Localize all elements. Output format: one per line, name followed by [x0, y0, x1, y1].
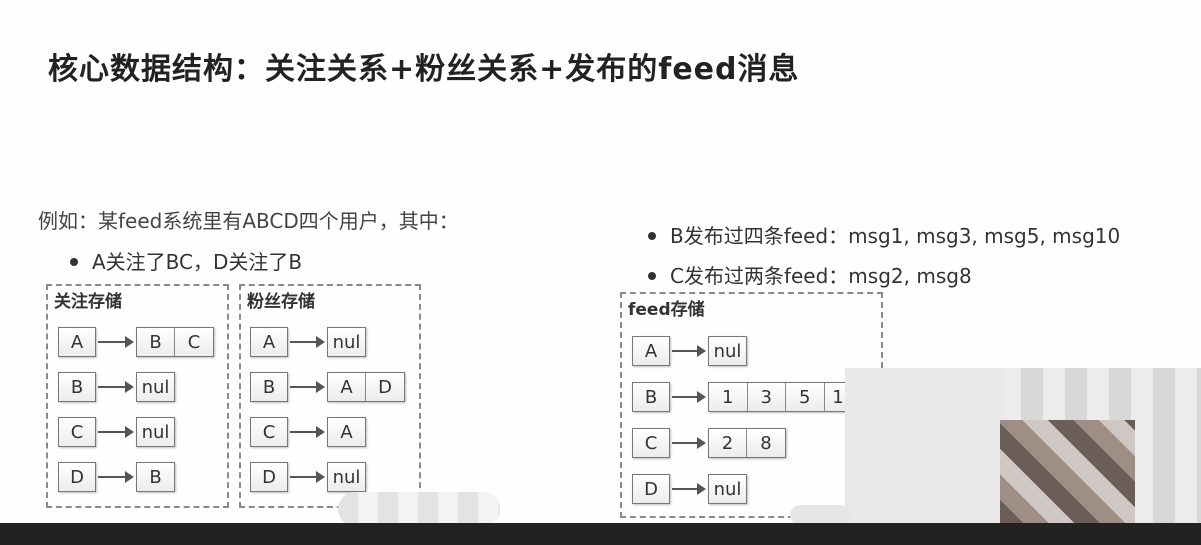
value-cell: A	[328, 373, 367, 401]
bullet-dot	[648, 271, 656, 280]
bullet-dot	[648, 231, 656, 240]
arrow	[672, 391, 706, 403]
slide: 核心数据结构：关注关系+粉丝关系+发布的feed消息 例如：某feed系统里有A…	[38, 52, 1201, 528]
feed-storage-label: feed存储	[628, 300, 705, 320]
node-values: B	[136, 462, 175, 492]
value-cell: nul	[332, 466, 361, 488]
node-key-B: B	[632, 382, 670, 412]
arrow	[672, 345, 706, 357]
bottom-bar	[0, 523, 1201, 545]
node-key-B: B	[250, 372, 288, 402]
fans-storage-label: 粉丝存储	[247, 292, 315, 312]
value-cell: nul	[713, 340, 742, 362]
follow-storage-label: 关注存储	[54, 292, 122, 312]
node-key-C: C	[58, 417, 96, 447]
node-key-D: D	[58, 462, 96, 492]
value-cell: C	[187, 331, 201, 353]
node-values: A	[327, 417, 366, 447]
intro-text: 例如：某feed系统里有ABCD四个用户，其中：	[38, 209, 459, 233]
node-values: nul	[136, 417, 175, 447]
value-cell: nul	[332, 331, 361, 353]
arrow	[98, 336, 134, 348]
blurred-region	[338, 492, 500, 526]
bullet-b-feeds: B发布过四条feed：msg1, msg3, msg5, msg10	[648, 220, 1120, 249]
arrow	[290, 426, 325, 438]
value-cell: B	[149, 466, 162, 488]
node-values: nul	[327, 327, 366, 357]
node-values: nul	[327, 462, 366, 492]
arrow	[290, 336, 325, 348]
value-cell: nul	[713, 478, 742, 500]
follow-storage-group: 关注存储	[46, 284, 229, 508]
node-key-A: A	[250, 327, 288, 357]
value-cell: D	[378, 376, 392, 398]
bullet-text: A关注了BC，D关注了B	[92, 250, 303, 274]
value-cell: 5	[786, 383, 825, 411]
bullet-dot	[70, 257, 78, 266]
bullet-c-feeds: C发布过两条feed：msg2, msg8	[648, 260, 972, 289]
value-cell: 8	[760, 432, 772, 454]
value-cell: nul	[141, 376, 170, 398]
node-key-A: A	[58, 327, 96, 357]
node-key-C: C	[632, 428, 670, 458]
blurred-region	[790, 505, 850, 525]
node-key-D: D	[632, 474, 670, 504]
slide-title: 核心数据结构：关注关系+粉丝关系+发布的feed消息	[48, 52, 800, 87]
node-key-D: D	[250, 462, 288, 492]
arrow	[98, 426, 134, 438]
node-key-C: C	[250, 417, 288, 447]
arrow	[672, 483, 706, 495]
value-cell: 3	[748, 383, 786, 411]
arrow	[98, 381, 134, 393]
bullet-text: C发布过两条feed：msg2, msg8	[670, 264, 972, 288]
node-values: nul	[708, 474, 747, 504]
node-values: nul	[708, 336, 747, 366]
value-cell: 2	[709, 429, 748, 457]
arrow	[290, 471, 325, 483]
value-cell: A	[340, 421, 353, 443]
arrow	[98, 471, 134, 483]
arrow	[672, 437, 706, 449]
bullet-follow-relations: A关注了BC，D关注了B	[70, 246, 302, 275]
bullet-text: B发布过四条feed：msg1, msg3, msg5, msg10	[670, 224, 1121, 248]
node-key-A: A	[632, 336, 670, 366]
node-values: nul	[136, 372, 175, 402]
arrow	[290, 381, 325, 393]
node-key-B: B	[58, 372, 96, 402]
fans-storage-group: 粉丝存储	[239, 284, 421, 508]
webcam-person-blurred	[1000, 420, 1135, 525]
value-cell: 1	[709, 383, 748, 411]
value-cell: B	[137, 328, 176, 356]
value-cell: nul	[141, 421, 170, 443]
